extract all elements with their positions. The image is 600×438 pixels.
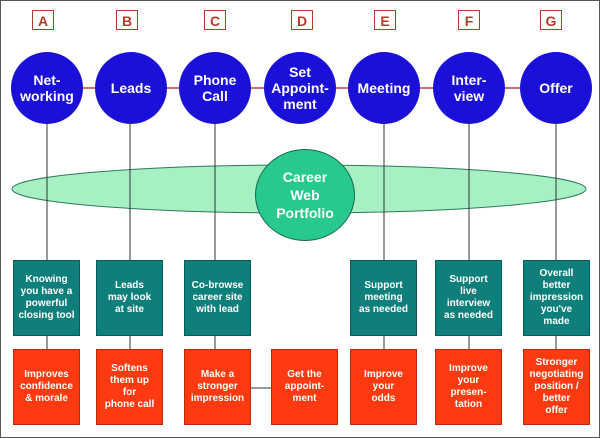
benefit-box-f: Improve your presen- tation	[435, 349, 502, 425]
stage-networking: Net- working	[11, 52, 83, 124]
benefit-box-g: Stronger negotiating position / better o…	[523, 349, 590, 425]
benefit-box-e: Improve your odds	[350, 349, 417, 425]
support-box-e: Support meeting as needed	[350, 260, 417, 336]
benefit-box-c: Make a stronger impression	[184, 349, 251, 425]
career-web-portfolio: Career Web Portfolio	[255, 149, 355, 241]
support-box-g: Overall better impression you've made	[523, 260, 590, 336]
stage-interview: Inter- view	[433, 52, 505, 124]
column-letter-c: C	[204, 10, 226, 30]
benefit-box-a: Improves confidence & morale	[13, 349, 80, 425]
stage-leads: Leads	[95, 52, 167, 124]
support-box-b: Leads may look at site	[96, 260, 163, 336]
column-letter-f: F	[458, 10, 480, 30]
stage-offer: Offer	[520, 52, 592, 124]
benefit-box-d: Get the appoint- ment	[271, 349, 338, 425]
column-letter-b: B	[116, 10, 138, 30]
stage-phone-call: Phone Call	[179, 52, 251, 124]
column-letter-e: E	[374, 10, 396, 30]
column-letter-g: G	[540, 10, 562, 30]
stage-set-appointment: Set Appoint- ment	[264, 52, 336, 124]
column-letter-d: D	[291, 10, 313, 30]
column-letter-a: A	[32, 10, 54, 30]
support-box-f: Support live interview as needed	[435, 260, 502, 336]
stage-meeting: Meeting	[348, 52, 420, 124]
support-box-c: Co-browse career site with lead	[184, 260, 251, 336]
benefit-box-b: Softens them up for phone call	[96, 349, 163, 425]
support-box-a: Knowing you have a powerful closing tool	[13, 260, 80, 336]
